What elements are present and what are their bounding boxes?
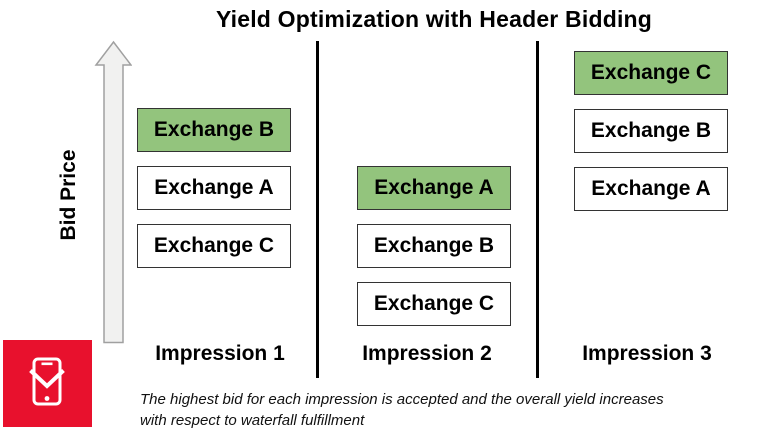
exchange-box-imp3-rank1: Exchange C <box>574 51 728 95</box>
phone-home-button <box>44 396 50 401</box>
exchange-box-imp2-rank1: Exchange A <box>357 166 511 210</box>
exchange-box-imp1-rank3: Exchange C <box>137 224 291 268</box>
exchange-box-imp2-rank3: Exchange C <box>357 282 511 326</box>
phone-envelope-icon <box>29 357 65 406</box>
envelope-flap <box>29 369 65 389</box>
caption-line-2: with respect to waterfall fulfillment <box>140 412 365 429</box>
exchange-box-label: Exchange C <box>590 61 712 84</box>
exchange-box-label: Exchange A <box>591 177 711 200</box>
exchange-box-label: Exchange B <box>590 119 712 142</box>
exchange-box-label: Exchange B <box>153 118 275 141</box>
caption-line-1: The highest bid for each impression is a… <box>140 391 664 408</box>
exchange-box-imp1-rank2: Exchange A <box>137 166 291 210</box>
bid-price-axis-label: Bid Price <box>57 149 80 241</box>
exchange-box-label: Exchange A <box>154 176 274 199</box>
impression-3-label: Impression 3 <box>582 342 712 365</box>
exchange-box-label: Exchange A <box>374 176 494 199</box>
column-divider <box>316 41 319 378</box>
exchange-box-imp3-rank3: Exchange A <box>574 167 728 211</box>
impression-2-label: Impression 2 <box>362 342 492 365</box>
exchange-box-imp1-rank1: Exchange B <box>137 108 291 152</box>
diagram-title: Yield Optimization with Header Bidding <box>215 6 653 32</box>
exchange-box-label: Exchange B <box>373 234 495 257</box>
logo-badge <box>3 340 92 427</box>
diagram-caption: The highest bid for each impression is a… <box>140 389 750 431</box>
exchange-box-label: Exchange C <box>373 292 495 315</box>
exchange-box-imp2-rank2: Exchange B <box>357 224 511 268</box>
phone-speaker-slot <box>41 362 53 366</box>
exchange-box-imp3-rank2: Exchange B <box>574 109 728 153</box>
up-arrow-icon <box>94 40 132 344</box>
exchange-box-label: Exchange C <box>153 234 275 257</box>
impression-1-label: Impression 1 <box>155 342 285 365</box>
column-divider <box>536 41 539 378</box>
